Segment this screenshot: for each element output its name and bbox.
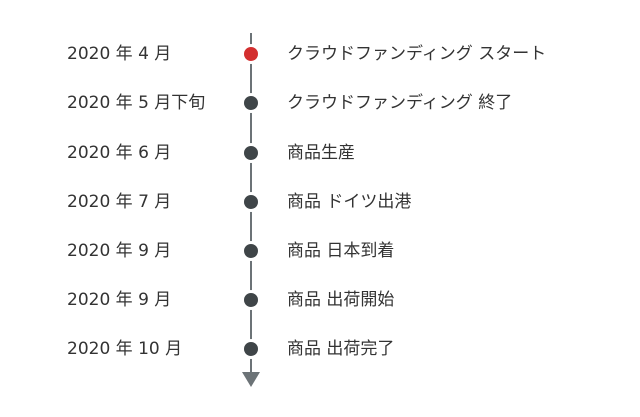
timeline-item: 2020 年 9 月 商品 出荷開始 xyxy=(0,288,640,312)
timeline-date: 2020 年 7 月 xyxy=(67,192,172,212)
timeline-dot-icon xyxy=(244,293,258,307)
timeline-item: 2020 年 4 月 クラウドファンディング スタート xyxy=(0,42,640,66)
timeline-dot-icon xyxy=(244,47,258,61)
timeline-event: 商品 日本到着 xyxy=(287,241,395,261)
timeline-item: 2020 年 9 月 商品 日本到着 xyxy=(0,239,640,263)
timeline-event: 商品 ドイツ出港 xyxy=(287,192,412,212)
timeline-event: クラウドファンディング 終了 xyxy=(287,93,513,113)
timeline-date: 2020 年 5 月下旬 xyxy=(67,93,206,113)
timeline-item: 2020 年 5 月下旬 クラウドファンディング 終了 xyxy=(0,91,640,115)
timeline-event: 商品 出荷完了 xyxy=(287,339,395,359)
timeline-date: 2020 年 10 月 xyxy=(67,339,183,359)
timeline-item: 2020 年 10 月 商品 出荷完了 xyxy=(0,337,640,361)
timeline-event: クラウドファンディング スタート xyxy=(287,44,547,64)
timeline-dot-icon xyxy=(244,244,258,258)
timeline-event: 商品 出荷開始 xyxy=(287,290,395,310)
timeline-date: 2020 年 6 月 xyxy=(67,143,172,163)
timeline-dot-icon xyxy=(244,342,258,356)
timeline-event: 商品生産 xyxy=(287,143,355,163)
timeline-date: 2020 年 9 月 xyxy=(67,241,172,261)
timeline-dot-icon xyxy=(244,96,258,110)
timeline-item: 2020 年 6 月 商品生産 xyxy=(0,141,640,165)
arrow-down-icon xyxy=(242,372,260,387)
timeline-date: 2020 年 4 月 xyxy=(67,44,172,64)
timeline-item: 2020 年 7 月 商品 ドイツ出港 xyxy=(0,190,640,214)
timeline-dot-icon xyxy=(244,146,258,160)
timeline-dot-icon xyxy=(244,195,258,209)
timeline-date: 2020 年 9 月 xyxy=(67,290,172,310)
